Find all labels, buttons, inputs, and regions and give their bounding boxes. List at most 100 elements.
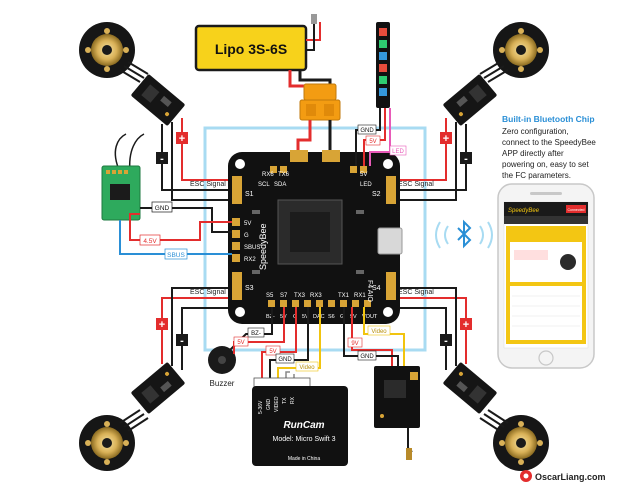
bluetooth-note-line-1: Zero configuration, (502, 127, 569, 136)
phone: SpeedyBee Connected (497, 183, 595, 369)
xt60-connector (299, 83, 341, 121)
esc-power-wires (161, 118, 467, 370)
bluetooth-note-line-5: the FC parameters. (502, 171, 571, 180)
cam-gnd-tag-text: GND (278, 357, 292, 363)
fc-top-pad-3: RX6 (262, 172, 274, 178)
cam-wire-tx (285, 371, 290, 378)
esc-signal-label-br: ESC Signal (398, 289, 434, 296)
rx-wire-gnd (140, 207, 232, 233)
esc-signal-wires (171, 122, 457, 366)
camera: 5-36V GND VIDEO TX RX RunCam Model: Micr… (252, 377, 348, 466)
esc-signal-label-tl: ESC Signal (190, 181, 226, 188)
battery-lead-red (288, 70, 305, 88)
camera-pin-5: RX (290, 396, 296, 404)
vtx-gnd-tag (357, 350, 377, 361)
plus-marker (156, 318, 168, 330)
fc-bottom2-vout: VOUT (362, 314, 378, 320)
fc-bottom-tx1: TX1 (338, 293, 350, 299)
led-5v-tag-text: 5V (369, 139, 376, 145)
fc-highlight-frame (203, 126, 427, 352)
fc-bottom2-s6: S6 (328, 314, 335, 320)
plus-text: + (443, 133, 449, 145)
minus-text: - (444, 335, 448, 347)
minus-text: - (464, 153, 468, 165)
fc-bottom2-bz: BZ- (266, 314, 275, 320)
fc-brand: SpeedyBee (258, 223, 268, 270)
sbus-tag (164, 248, 188, 260)
vtx-9v-tag (347, 337, 363, 348)
led-gnd-tag-text: GND (360, 128, 374, 134)
motor-top-right (493, 22, 549, 78)
watermark: OscarLiang.com (520, 470, 606, 482)
bz-tag (247, 327, 265, 338)
minus-text: - (160, 153, 164, 165)
led-led-tag-text: LED (392, 149, 404, 155)
cam-5v-tag (265, 345, 281, 356)
rx-wire-5v (129, 213, 232, 241)
fc-bottom-s7: S7 (280, 293, 288, 299)
phone-app-name: SpeedyBee (508, 208, 540, 214)
vtx-video-tag-text: Video (371, 329, 387, 335)
buzzer-5v-tag-text: 5V (237, 340, 244, 346)
led-wire-signal (369, 108, 391, 166)
xt60-lead-red (296, 120, 312, 152)
fc-top-pad-2: SDA (274, 182, 286, 188)
buzzer (208, 346, 236, 374)
fc-motor-s3: S3 (245, 285, 254, 292)
motor-bottom-left (79, 415, 135, 471)
plus-text: + (159, 319, 165, 331)
plus-marker (460, 318, 472, 330)
fc-left-pad-rx2: RX2 (244, 257, 256, 263)
bluetooth-note-title: Built-in Bluetooth Chip (502, 114, 595, 124)
fc-bottom2-5v-b: 5V (302, 314, 309, 320)
vtx-video-tag (367, 325, 391, 336)
vtx-gnd-tag-text: GND (360, 354, 374, 360)
motor-wires (119, 61, 509, 432)
rx-wire-sbus (119, 220, 232, 255)
cam-video-tag (295, 361, 319, 372)
fc-model: F4 AIO (366, 280, 373, 302)
fc-led-label: LED (360, 182, 372, 188)
cam-video-tag-text: Video (299, 365, 315, 371)
phone-status: Connected (568, 208, 585, 212)
bluetooth-note: Built-in Bluetooth Chip Zero configurati… (502, 114, 596, 180)
gnd-tag-text: GND (155, 205, 170, 212)
camera-model: Model: Micro Swift 3 (272, 436, 335, 443)
bluetooth-note-line-4: powering on, easy to set (502, 160, 589, 169)
minus-marker (156, 152, 168, 164)
fc-left-pad-sbus: SBUS (244, 245, 260, 251)
sbus-tag-text: SBUS (167, 252, 185, 259)
battery-lead-black (298, 70, 332, 86)
plus-text: + (463, 319, 469, 331)
esc-bottom-right (443, 362, 497, 414)
v45-tag-text: 4.5V (143, 238, 157, 245)
esc-bottom-left (131, 362, 185, 414)
minus-marker (460, 152, 472, 164)
motor-bottom-right (493, 415, 549, 471)
buzzer-5v-tag (233, 336, 249, 347)
battery: Lipo 3S-6S (194, 14, 321, 72)
fc-left-pad-5v: 5V (244, 221, 251, 227)
bz-tag-text: BZ- (251, 331, 261, 337)
motor-top-left (79, 22, 135, 78)
cam-5v-tag-text: 5V (269, 349, 276, 355)
vtx-9v-tag-text: 9V (351, 341, 358, 347)
gnd-tag (151, 201, 173, 213)
fc-bottom2-dac: DAC (313, 314, 325, 320)
fc-bottom-rx3: RX3 (310, 293, 322, 299)
battery-label: Lipo 3S-6S (215, 41, 287, 57)
fc-left-pad-g: G (244, 233, 249, 239)
vtx-wire-9v (351, 307, 393, 372)
fc-bottom-rx1: RX1 (354, 293, 366, 299)
fc-bottom-s5: S5 (266, 293, 274, 299)
minus-marker (176, 334, 188, 346)
plus-marker (440, 132, 452, 144)
fc-led-5v: 5V (360, 172, 367, 178)
bluetooth-note-line-3: APP directly after (502, 149, 564, 158)
minus-text: - (180, 335, 184, 347)
esc-top-left (131, 74, 185, 126)
minus-marker (440, 334, 452, 346)
plus-text: + (179, 133, 185, 145)
bluetooth-note-line-2: connect to the SpeedyBee (502, 138, 596, 147)
